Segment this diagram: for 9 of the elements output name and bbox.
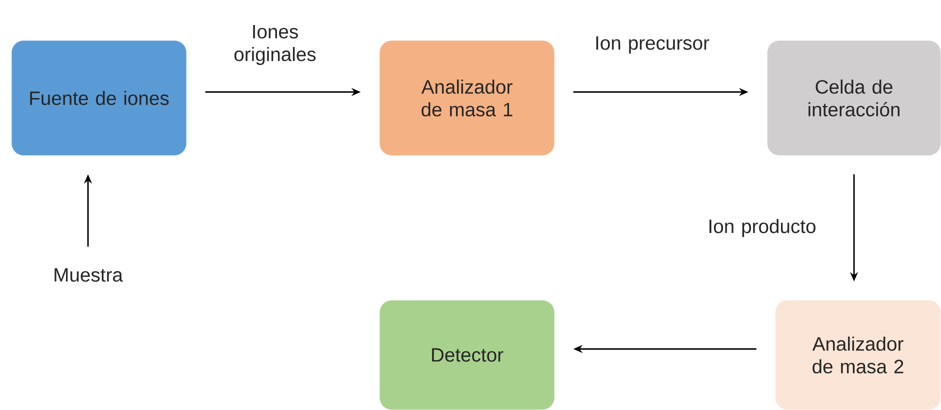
process-box: Analizador de masa 2: [775, 300, 941, 410]
edge-label: Iones originales: [234, 25, 316, 65]
input-label: Muestra: [54, 268, 123, 282]
edge-label: Ion producto: [710, 219, 816, 238]
process-box: Celda de interacción: [767, 40, 941, 156]
process-box: Fuente de iones: [12, 40, 186, 156]
process-box: Detector: [380, 300, 554, 410]
edge-label: Ion precursor: [596, 36, 710, 54]
process-box: Analizador de masa 1: [380, 40, 554, 156]
